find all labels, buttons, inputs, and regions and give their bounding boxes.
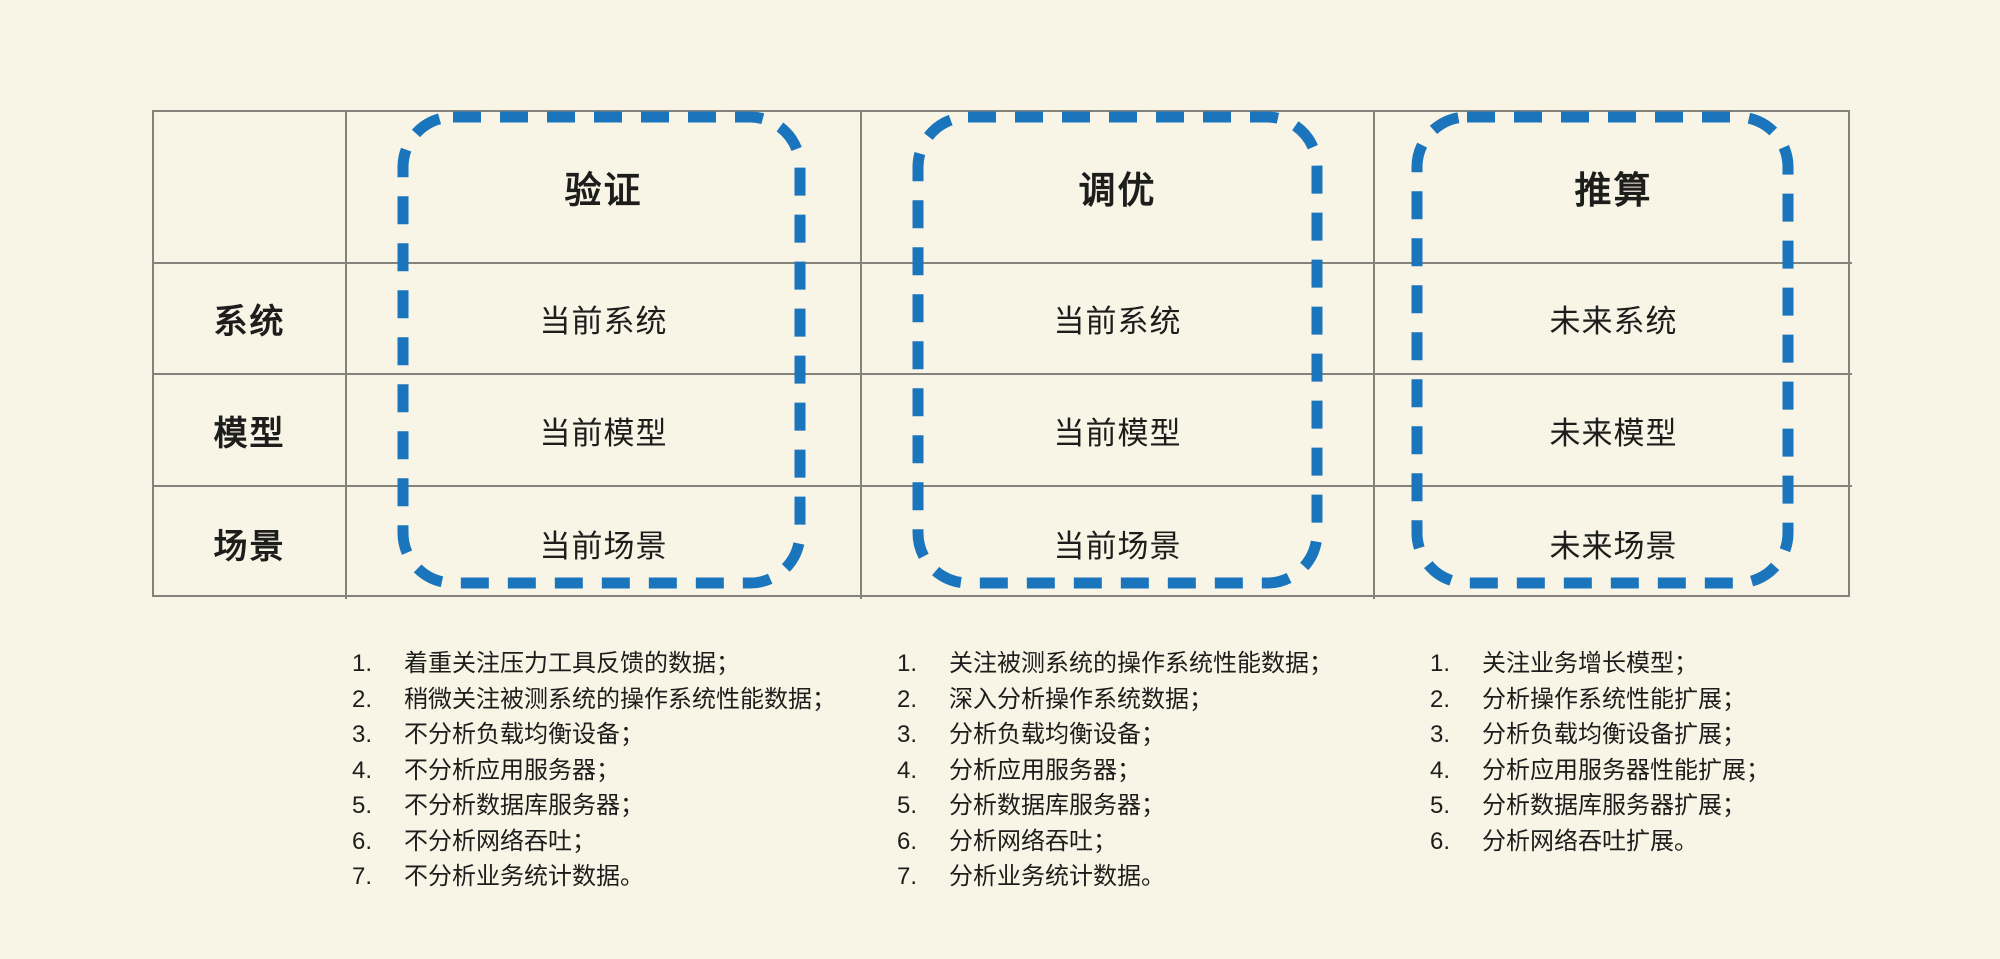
cell-system-extrapolation: 未来系统 bbox=[1375, 264, 1852, 375]
list-item: 7. 不分析业务统计数据。 bbox=[352, 859, 836, 895]
list-item: 7. 分析业务统计数据。 bbox=[897, 859, 1333, 895]
list-item: 2. 分析操作系统性能扩展； bbox=[1430, 682, 1770, 718]
list-item: 6. 分析网络吞吐； bbox=[897, 824, 1333, 860]
cell-scenario-extrapolation: 未来场景 bbox=[1549, 528, 1678, 564]
header-cell-tuning: 调优 bbox=[862, 112, 1375, 264]
list-item-text: 不分析负载均衡设备； bbox=[404, 721, 644, 748]
list-item: 5. 分析数据库服务器； bbox=[897, 788, 1333, 824]
list-item: 3. 不分析负载均衡设备； bbox=[352, 717, 836, 753]
cell-scenario-tuning: 当前场景 bbox=[862, 487, 1375, 599]
list-item-number: 7. bbox=[352, 863, 373, 890]
header-cell-verification: 验证 bbox=[347, 112, 862, 264]
list-item-number: 3. bbox=[1430, 721, 1451, 748]
list-item-text: 分析网络吞吐； bbox=[949, 827, 1117, 855]
list-item-number: 1. bbox=[1430, 650, 1451, 677]
list-item: 3. 分析负载均衡设备； bbox=[897, 717, 1333, 753]
list-item-text: 分析应用服务器性能扩展； bbox=[1482, 756, 1770, 784]
verification-notes-list: 1. 着重关注压力工具反馈的数据； 2. 稍微关注被测系统的操作系统性能数据； 3.… bbox=[352, 646, 836, 895]
list-item-number: 2. bbox=[1430, 685, 1451, 713]
list-item-text: 分析数据库服务器； bbox=[949, 792, 1165, 819]
list-item: 1. 关注业务增长模型； bbox=[1430, 646, 1770, 682]
list-item: 6. 不分析网络吞吐； bbox=[352, 824, 836, 860]
list-item-number: 3. bbox=[897, 721, 918, 748]
list-item-text: 不分析应用服务器； bbox=[404, 756, 620, 784]
list-item-number: 4. bbox=[897, 756, 918, 784]
list-item-text: 分析网络吞吐扩展。 bbox=[1482, 827, 1698, 855]
list-item-text: 分析应用服务器； bbox=[949, 756, 1141, 784]
list-item-number: 1. bbox=[352, 650, 373, 677]
list-item-text: 关注被测系统的操作系统性能数据； bbox=[949, 650, 1333, 677]
list-item-number: 4. bbox=[1430, 756, 1451, 784]
comparison-table: 验证 调优 推算 系统 当前系统 当前系统 未来系统 模型 当前模型 当前模型 … bbox=[152, 110, 1852, 599]
cell-scenario-verification: 当前场景 bbox=[347, 487, 862, 599]
list-item: 6. 分析网络吞吐扩展。 bbox=[1430, 824, 1770, 860]
list-item-number: 4. bbox=[352, 756, 373, 784]
list-item: 4. 分析应用服务器性能扩展； bbox=[1430, 753, 1770, 789]
list-item: 4. 分析应用服务器； bbox=[897, 753, 1333, 789]
list-item: 2. 稍微关注被测系统的操作系统性能数据； bbox=[352, 682, 836, 718]
list-item-number: 6. bbox=[352, 827, 373, 855]
list-item-text: 分析负载均衡设备扩展； bbox=[1482, 721, 1746, 748]
corner-cell bbox=[154, 112, 347, 264]
header-cell-extrapolation: 推算 bbox=[1375, 112, 1852, 264]
list-item-number: 5. bbox=[352, 792, 373, 819]
cell-system-tuning: 当前系统 bbox=[862, 264, 1375, 375]
list-item-number: 2. bbox=[352, 685, 373, 713]
cell-system-verification: 当前系统 bbox=[347, 264, 862, 375]
list-item: 3. 分析负载均衡设备扩展； bbox=[1430, 717, 1770, 753]
list-item-text: 不分析网络吞吐； bbox=[404, 827, 596, 855]
row-label-system: 系统 bbox=[154, 264, 347, 375]
list-item-number: 3. bbox=[352, 721, 373, 748]
row-label-model: 模型 bbox=[154, 375, 347, 487]
cell-model-verification: 当前模型 bbox=[347, 375, 862, 487]
list-item-number: 1. bbox=[897, 650, 918, 677]
list-item: 5. 分析数据库服务器扩展； bbox=[1430, 788, 1770, 824]
list-item-text: 分析数据库服务器扩展； bbox=[1482, 792, 1746, 819]
extrapolation-notes-list: 1.关注业务增长模型； 2.分析操作系统性能扩展； 3.分析负载均衡设备扩展； … bbox=[1430, 646, 1770, 859]
list-item-text: 不分析业务统计数据。 bbox=[404, 863, 644, 890]
list-item-text: 稍微关注被测系统的操作系统性能数据； bbox=[404, 685, 836, 713]
list-item-text: 分析负载均衡设备； bbox=[949, 721, 1165, 748]
cell-model-extrapolation: 未来模型 bbox=[1375, 375, 1852, 487]
list-item-text: 关注业务增长模型； bbox=[1482, 650, 1698, 677]
list-item-text: 着重关注压力工具反馈的数据； bbox=[404, 650, 740, 677]
list-item-text: 分析业务统计数据。 bbox=[949, 863, 1165, 890]
row-label-scenario: 场景 bbox=[154, 487, 347, 599]
list-item: 1. 着重关注压力工具反馈的数据； bbox=[352, 646, 836, 682]
list-item-text: 深入分析操作系统数据； bbox=[949, 685, 1213, 713]
list-item: 1. 关注被测系统的操作系统性能数据； bbox=[897, 646, 1333, 682]
cell-model-tuning: 当前模型 bbox=[862, 375, 1375, 487]
list-item-number: 6. bbox=[897, 827, 918, 855]
list-item-number: 6. bbox=[1430, 827, 1451, 855]
list-item-number: 5. bbox=[1430, 792, 1451, 819]
list-item: 4. 不分析应用服务器； bbox=[352, 753, 836, 789]
list-item-text: 分析操作系统性能扩展； bbox=[1482, 685, 1746, 713]
list-item-number: 2. bbox=[897, 685, 918, 713]
list-item: 5. 不分析数据库服务器； bbox=[352, 788, 836, 824]
list-item: 2. 深入分析操作系统数据； bbox=[897, 682, 1333, 718]
tuning-notes-list: 1. 关注被测系统的操作系统性能数据； 2. 深入分析操作系统数据； 3. 分析负载均… bbox=[897, 646, 1333, 895]
list-item-text: 不分析数据库服务器； bbox=[404, 792, 644, 819]
list-item-number: 5. bbox=[897, 792, 918, 819]
list-item-number: 7. bbox=[897, 863, 918, 890]
